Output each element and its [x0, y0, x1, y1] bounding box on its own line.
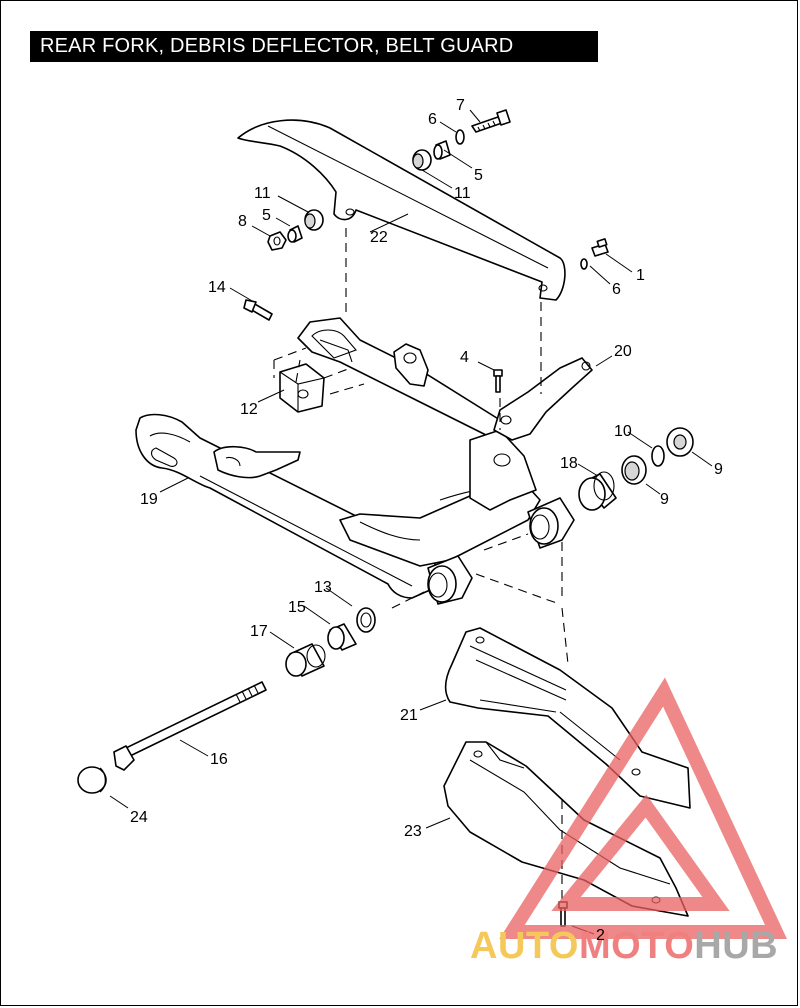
callout-7: 8: [238, 213, 247, 230]
washer-13: [356, 607, 376, 633]
callout-15: 15: [288, 599, 306, 616]
bushing-11-left: [304, 209, 324, 231]
callout-12: 12: [240, 401, 258, 418]
bushing-17: [285, 643, 326, 677]
leader-lines: [109, 109, 713, 935]
rear-fork-swingarm: [135, 317, 575, 605]
bushing-11-upper: [412, 149, 432, 171]
callout-5-upper: 5: [474, 167, 483, 184]
screw-1: [591, 238, 609, 257]
nut-8: [666, 427, 694, 457]
callout-23: 23: [404, 823, 422, 840]
callout-22: 22: [370, 229, 388, 246]
callout-5-left: 5: [262, 207, 271, 224]
callout-6-right: 6: [612, 281, 621, 298]
callout-14: 14: [208, 279, 226, 296]
bracket-12: [279, 363, 325, 413]
watermark-hub: HUB: [694, 925, 778, 967]
callout-18: 18: [560, 455, 578, 472]
bolt-14: [243, 299, 273, 321]
axle-16: [113, 681, 267, 771]
cap-24: [77, 766, 107, 794]
bushing-5-upper: [433, 140, 451, 160]
watermark-text: AUTOMOTOHUB: [470, 925, 778, 967]
spacer-18: [578, 471, 617, 511]
callout-24: 24: [130, 809, 148, 826]
callout-21: 21: [400, 707, 418, 724]
callout-1: 1: [636, 267, 645, 284]
belt-guard-part: [237, 119, 566, 301]
callout-13: 13: [314, 579, 332, 596]
watermark: AUTOMOTOHUB: [470, 677, 787, 967]
washer-6-right: [580, 258, 588, 270]
nut-7: [267, 231, 287, 251]
watermark-triangle-inner: [551, 794, 730, 911]
callout-3: 4: [460, 349, 469, 366]
callout-8: 9: [714, 461, 723, 478]
watermark-triangle-outer: [499, 677, 787, 939]
bushing-5-left: [287, 225, 303, 243]
callout-16: 16: [210, 751, 228, 768]
washer-10: [651, 445, 665, 467]
callout-11-upper: 11: [454, 185, 471, 202]
washer-6-upper: [455, 129, 465, 145]
bearing-9: [621, 455, 647, 485]
bracket-20: [493, 357, 593, 441]
diagram-title: REAR FORK, DEBRIS DEFLECTOR, BELT GUARD: [30, 31, 598, 62]
callout-4: 7: [456, 97, 465, 114]
watermark-auto: AUTO: [470, 925, 579, 967]
callout-2: 2: [596, 927, 605, 944]
bolt-4: [471, 109, 511, 133]
callout-labels: 7 6 5 11 11 5 8 22 1 6 14 4 20 12 10 9 1…: [130, 97, 723, 944]
callout-11-left: 11: [254, 185, 271, 202]
callout-10: 10: [614, 423, 632, 440]
callout-20: 20: [614, 343, 632, 360]
callout-17: 17: [250, 623, 268, 640]
callout-9: 9: [660, 491, 669, 508]
watermark-moto: MOTO: [579, 925, 694, 967]
callout-19: 19: [140, 491, 158, 508]
spacer-15: [327, 623, 357, 651]
callout-6-upper: 6: [428, 111, 437, 128]
bolt-3: [493, 369, 503, 393]
